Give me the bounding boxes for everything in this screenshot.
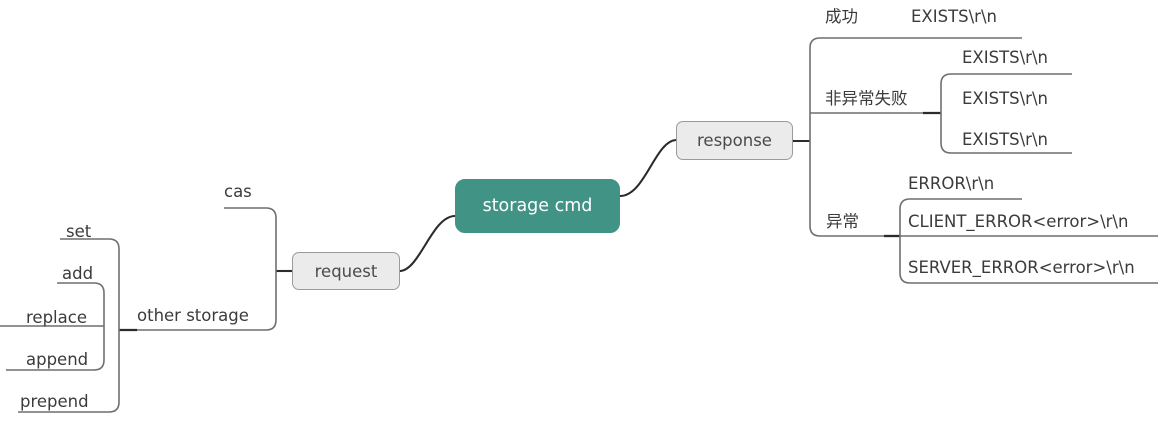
- node-response-label: response: [697, 131, 772, 150]
- label-replace[interactable]: replace: [26, 308, 87, 327]
- label-append[interactable]: append: [26, 350, 89, 369]
- label-client-error[interactable]: CLIENT_ERROR<error>\r\n: [908, 212, 1129, 231]
- label-set[interactable]: set: [66, 222, 92, 241]
- label-exists-nonfatal-2[interactable]: EXISTS\r\n: [962, 89, 1048, 108]
- label-exists-nonfatal-3[interactable]: EXISTS\r\n: [962, 130, 1048, 149]
- label-exists-success[interactable]: EXISTS\r\n: [911, 7, 997, 26]
- label-prepend[interactable]: prepend: [20, 392, 89, 411]
- label-exists-nonfatal-1[interactable]: EXISTS\r\n: [962, 48, 1048, 67]
- node-storage-cmd[interactable]: storage cmd: [455, 179, 620, 233]
- label-other-storage[interactable]: other storage: [137, 306, 249, 325]
- label-add[interactable]: add: [62, 264, 94, 283]
- label-nonfatal[interactable]: 非异常失败: [825, 89, 908, 108]
- label-server-error[interactable]: SERVER_ERROR<error>\r\n: [908, 258, 1135, 277]
- wire-root-to-request: [398, 214, 457, 273]
- node-storage-cmd-label: storage cmd: [482, 196, 593, 216]
- node-request-label: request: [314, 261, 378, 281]
- node-request[interactable]: request: [292, 252, 400, 290]
- label-success[interactable]: 成功: [825, 7, 858, 26]
- label-fatal[interactable]: 异常: [826, 212, 859, 231]
- label-cas[interactable]: cas: [224, 182, 252, 201]
- wire-root-to-response: [618, 138, 678, 198]
- label-error[interactable]: ERROR\r\n: [908, 174, 995, 193]
- node-response[interactable]: response: [676, 121, 793, 160]
